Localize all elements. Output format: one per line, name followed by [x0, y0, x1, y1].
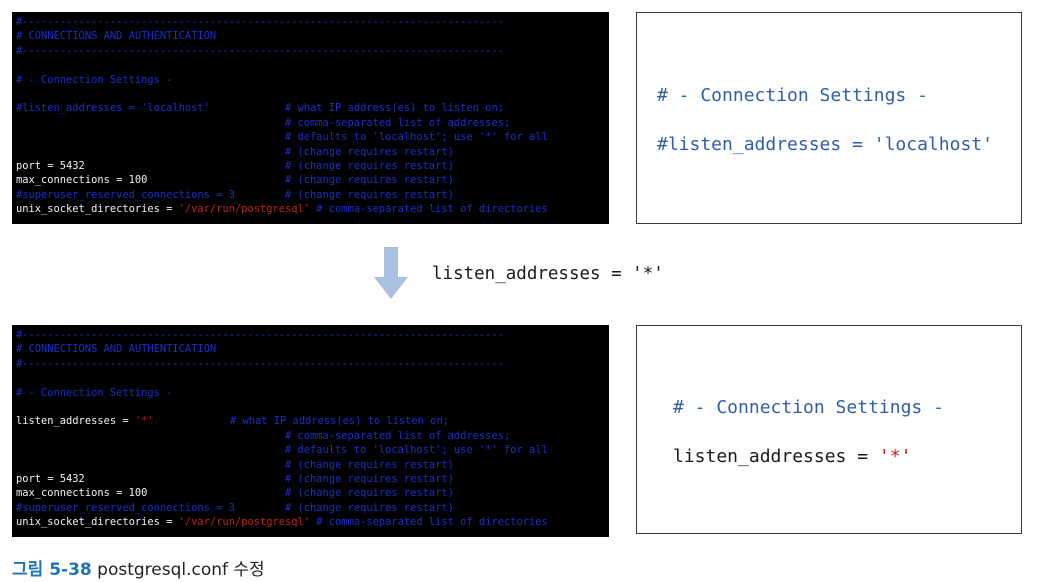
- zoom-setting-key: listen_addresses =: [673, 446, 879, 467]
- terminal-line: listen_addresses = '*': [16, 414, 154, 428]
- zoom-setting-key: #listen_addresses =: [657, 134, 874, 155]
- setting-value: '*': [134, 415, 154, 428]
- setting-comment: # (change requires restart): [285, 145, 454, 158]
- terminal-line: unix_socket_directories = '/var/run/post…: [16, 202, 548, 216]
- setting-comment: # (change requires restart): [285, 160, 454, 172]
- figure-number: 그림 5-38: [12, 560, 92, 580]
- setting-key: #superuser_reserved_connections = 3: [16, 188, 235, 201]
- setting-comment: # what IP address(es) to listen on;: [285, 102, 504, 115]
- terminal-line: #---------------------------------------…: [16, 357, 504, 371]
- setting-key: #superuser_reserved_connections = 3: [16, 501, 235, 514]
- setting-comment: # comma-separated list of addresses;: [285, 429, 511, 442]
- setting-value: 'localhost': [141, 102, 210, 115]
- terminal-line: # - Connection Settings -: [16, 386, 172, 400]
- setting-comment: # defaults to 'localhost'; use '*' for a…: [285, 131, 548, 144]
- zoom-setting-line: #listen_addresses = 'localhost': [657, 134, 993, 155]
- setting-comment: # (change requires restart): [285, 188, 454, 201]
- line-text: # - Connection Settings -: [16, 386, 173, 399]
- line-text: # - Connection Settings -: [16, 73, 173, 86]
- terminal-line: #---------------------------------------…: [16, 15, 504, 29]
- terminal-line: port = 5432: [16, 472, 85, 486]
- terminal-line: #superuser_reserved_connections = 3: [16, 188, 235, 202]
- setting-value: '/var/run/postgresql': [178, 516, 311, 529]
- setting-comment: # defaults to 'localhost'; use '*' for a…: [285, 444, 548, 457]
- zoom-section-comment: # - Connection Settings -: [657, 85, 928, 106]
- terminal-line: # CONNECTIONS AND AUTHENTICATION: [16, 342, 216, 356]
- setting-comment: # comma-separated list of directories: [310, 203, 548, 216]
- setting-key: unix_socket_directories =: [16, 203, 179, 216]
- setting-comment: # comma-separated list of directories: [310, 516, 548, 529]
- zoom-section-comment: # - Connection Settings -: [673, 397, 944, 418]
- setting-comment: # (change requires restart): [285, 458, 454, 471]
- setting-key: port = 5432: [16, 160, 85, 172]
- terminal-line: max_connections = 100: [16, 173, 147, 187]
- zoom-setting-value: 'localhost': [873, 134, 993, 155]
- change-code: listen_addresses = '*': [432, 264, 664, 284]
- terminal-line: port = 5432: [16, 159, 85, 173]
- terminal-line: #---------------------------------------…: [16, 328, 504, 342]
- setting-comment: # (change requires restart): [285, 174, 454, 187]
- setting-comment: # what IP address(es) to listen on;: [230, 415, 449, 428]
- terminal-line: # CONNECTIONS AND AUTHENTICATION: [16, 29, 216, 43]
- setting-key: max_connections = 100: [16, 174, 148, 187]
- setting-comment: # (change requires restart): [285, 501, 454, 514]
- terminal-line: unix_socket_directories = '/var/run/post…: [16, 515, 548, 529]
- zoom-box-after: # - Connection Settings - listen_address…: [636, 325, 1022, 534]
- setting-value: '/var/run/postgresql': [178, 203, 311, 216]
- setting-comment: # comma-separated list of addresses;: [285, 116, 511, 129]
- terminal-line: # - Connection Settings -: [16, 73, 172, 87]
- line-text: #---------------------------------------…: [16, 357, 504, 370]
- setting-key: max_connections = 100: [16, 487, 148, 500]
- terminal-line: max_connections = 100: [16, 486, 147, 500]
- terminal-line: #listen_addresses = 'localhost': [16, 101, 210, 115]
- terminal-line: #---------------------------------------…: [16, 44, 504, 58]
- setting-key: unix_socket_directories =: [16, 516, 179, 529]
- down-arrow-icon: [374, 247, 408, 299]
- line-text: #---------------------------------------…: [16, 44, 504, 57]
- setting-comment: # (change requires restart): [285, 487, 454, 500]
- line-text: # CONNECTIONS AND AUTHENTICATION: [16, 343, 217, 356]
- zoom-setting-line: listen_addresses = '*': [673, 446, 911, 467]
- zoom-setting-value: '*': [878, 446, 912, 467]
- terminal-line: #superuser_reserved_connections = 3: [16, 501, 235, 515]
- terminal-before: #---------------------------------------…: [12, 12, 609, 224]
- terminal-after: #---------------------------------------…: [12, 325, 609, 537]
- setting-comment: # (change requires restart): [285, 473, 454, 485]
- line-text: # CONNECTIONS AND AUTHENTICATION: [16, 30, 217, 43]
- figure-title: postgresql.conf 수정: [91, 560, 265, 580]
- setting-key: listen_addresses =: [16, 415, 135, 428]
- figure-caption: 그림 5-38 postgresql.conf 수정: [12, 555, 265, 580]
- setting-key: #listen_addresses =: [16, 102, 142, 115]
- line-text: #---------------------------------------…: [16, 329, 504, 341]
- setting-key: port = 5432: [16, 473, 85, 485]
- line-text: #---------------------------------------…: [16, 16, 504, 28]
- zoom-box-before: # - Connection Settings - #listen_addres…: [636, 12, 1022, 224]
